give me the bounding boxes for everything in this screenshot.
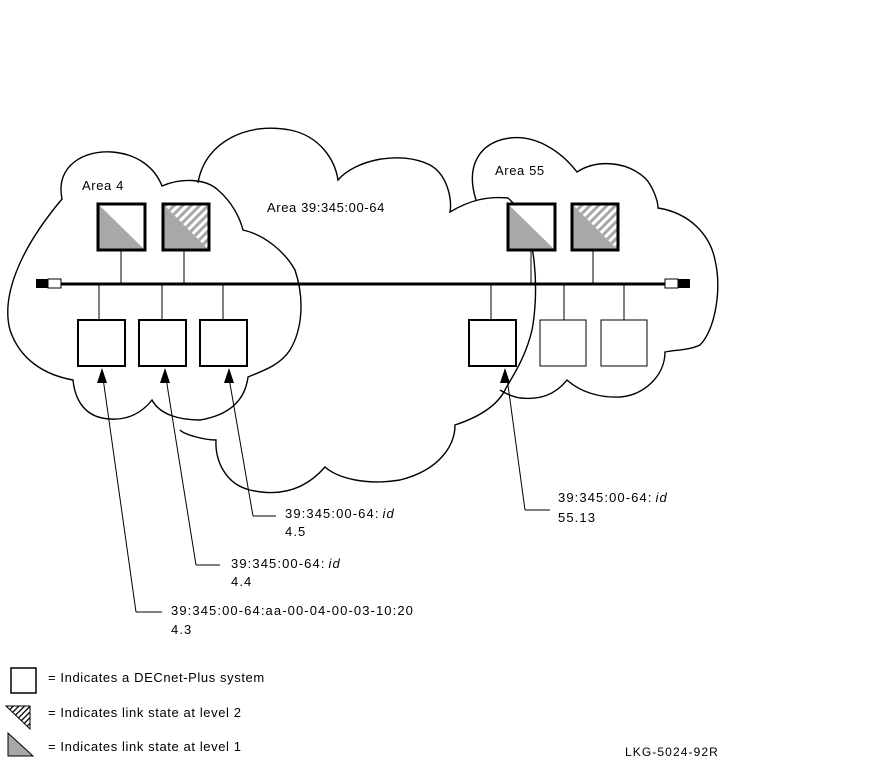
callout-55-13: 39:345:00-64:id 55.13 xyxy=(558,490,668,525)
router-area4-level2[interactable] xyxy=(161,202,211,252)
area-55-cloud xyxy=(471,136,719,400)
end-system-4-3[interactable] xyxy=(77,319,126,367)
svg-text:39:345:00-64:id: 39:345:00-64:id xyxy=(285,506,395,521)
end-system-55-13[interactable] xyxy=(468,319,517,367)
area-4-label: Area 4 xyxy=(82,178,124,193)
area-55-label: Area 55 xyxy=(495,163,545,178)
callout-4-4-address: 39:345:00-64: xyxy=(231,556,326,571)
callout-4-5: 39:345:00-64:id 4.5 xyxy=(285,506,395,539)
svg-text:39:345:00-64:aa-00-04-00-03-10: 39:345:00-64:aa-00-04-00-03-10:20 xyxy=(171,603,414,618)
end-system-4-5[interactable] xyxy=(199,319,248,367)
terminator-left xyxy=(36,278,62,289)
legend-item-level2: = Indicates link state at level 2 xyxy=(4,705,242,731)
callout-4-4-node: 4.4 xyxy=(231,574,252,589)
area-39-cloud xyxy=(179,127,537,494)
callout-4-3-node: 4.3 xyxy=(171,622,192,637)
leader-55-13 xyxy=(500,368,550,511)
leader-4-5 xyxy=(224,368,276,517)
callout-55-13-node: 55.13 xyxy=(558,510,596,525)
leader-4-3 xyxy=(97,368,162,613)
figure-id: LKG-5024-92R xyxy=(625,745,719,759)
callout-4-3-address: 39:345:00-64:aa-00-04-00-03-10:20 xyxy=(171,603,414,618)
callout-55-13-id: id xyxy=(656,490,668,505)
end-system-area55-a[interactable] xyxy=(539,319,587,367)
gray-triangle-icon xyxy=(7,731,35,757)
callout-4-5-id: id xyxy=(383,506,395,521)
legend: = Indicates a DECnet-Plus system = Indic… xyxy=(4,667,265,757)
legend-level2-text: = Indicates link state at level 2 xyxy=(48,705,242,720)
router-area55-level1[interactable] xyxy=(506,202,557,252)
callout-55-13-address: 39:345:00-64: xyxy=(558,490,653,505)
callout-4-4: 39:345:00-64:id 4.4 xyxy=(231,556,341,589)
callout-4-5-address: 39:345:00-64: xyxy=(285,506,380,521)
legend-item-level1: = Indicates link state at level 1 xyxy=(7,731,242,757)
end-system-4-4[interactable] xyxy=(138,319,187,367)
legend-system-text: = Indicates a DECnet-Plus system xyxy=(48,670,265,685)
svg-text:39:345:00-64:id: 39:345:00-64:id xyxy=(558,490,668,505)
svg-text:39:345:00-64:id: 39:345:00-64:id xyxy=(231,556,341,571)
router-area55-level2[interactable] xyxy=(570,202,620,252)
router-area4-level1[interactable] xyxy=(96,202,147,252)
legend-item-system: = Indicates a DECnet-Plus system xyxy=(10,667,265,694)
callout-4-4-id: id xyxy=(329,556,341,571)
end-system-area55-b[interactable] xyxy=(600,319,648,367)
hatched-triangle-icon xyxy=(4,705,31,731)
terminator-right xyxy=(664,278,690,289)
area-39-label: Area 39:345:00-64 xyxy=(267,200,385,215)
legend-level1-text: = Indicates link state at level 1 xyxy=(48,739,242,754)
area-4-cloud xyxy=(7,151,302,421)
callout-4-3: 39:345:00-64:aa-00-04-00-03-10:20 4.3 xyxy=(171,603,414,637)
callout-4-5-node: 4.5 xyxy=(285,524,306,539)
plain-square-icon xyxy=(10,667,37,694)
leader-4-4 xyxy=(160,368,220,566)
